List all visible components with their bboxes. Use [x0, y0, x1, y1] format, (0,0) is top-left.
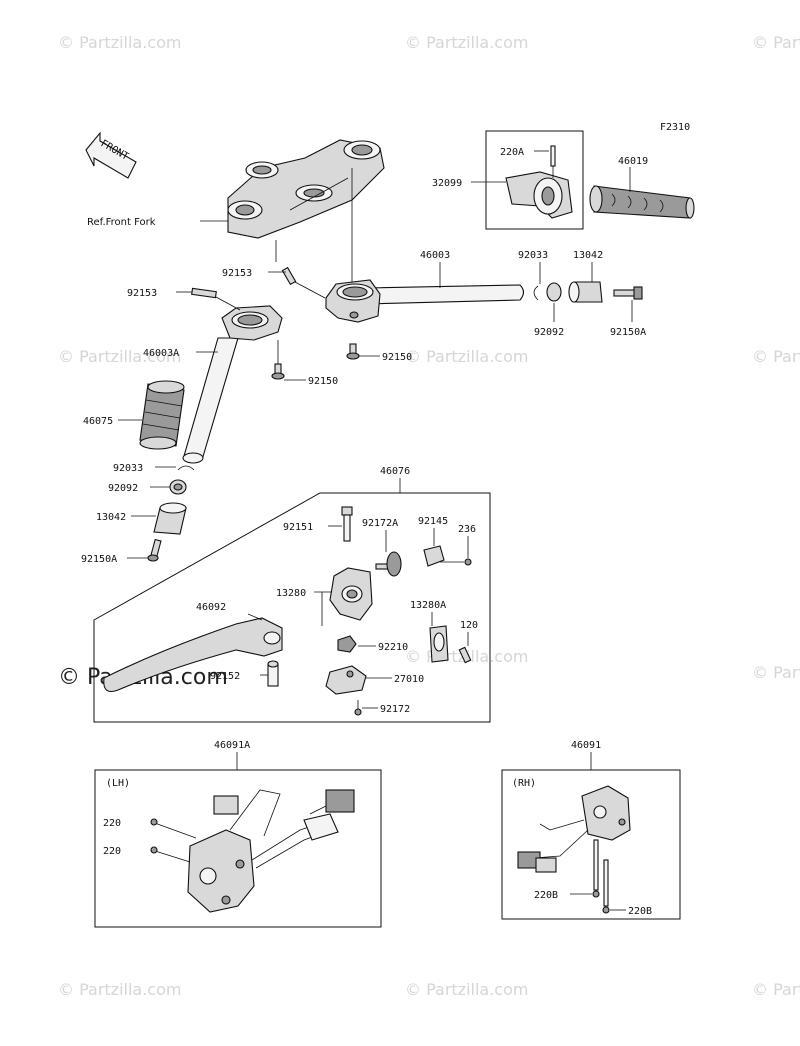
- throttle-housing-box: [485, 130, 584, 230]
- part-label-27010: 27010: [394, 674, 424, 685]
- lh-screws: [150, 818, 197, 863]
- circlip-right: [533, 285, 539, 301]
- part-label-220b-a: 220B: [534, 890, 558, 901]
- ref-front-fork-label: Ref.Front Fork: [87, 217, 156, 228]
- part-label-220b-b: 220B: [628, 906, 652, 917]
- part-label-46003a: 46003A: [143, 348, 179, 359]
- clamp-13280a: [429, 625, 449, 663]
- bolt-120: [458, 646, 472, 664]
- watermark: © Partzilla.com: [752, 980, 800, 999]
- part-label-92153-a: 92153: [222, 268, 252, 279]
- bolt-92150-lower: [271, 363, 285, 380]
- clutch-lever-46092: [103, 617, 283, 693]
- bar-end-weight-left: [153, 502, 187, 535]
- bolt-92151: [341, 506, 353, 542]
- part-label-92150-b: 92150: [308, 376, 338, 387]
- part-label-46019: 46019: [618, 156, 648, 167]
- part-label-92172a: 92172A: [362, 518, 398, 529]
- right-grip: [589, 185, 695, 219]
- bar-end-weight-right: [568, 281, 603, 303]
- part-label-92152: 92152: [210, 671, 240, 682]
- part-label-120: 120: [460, 620, 478, 631]
- part-label-46003: 46003: [420, 250, 450, 261]
- clutch-lever-box: [93, 492, 491, 723]
- part-label-46076: 46076: [380, 466, 410, 477]
- watermark: © Partzilla.com: [752, 663, 800, 682]
- part-label-92150a-left: 92150A: [81, 554, 117, 565]
- switch-92145: [423, 545, 445, 567]
- part-label-220-a: 220: [103, 818, 121, 829]
- bolt-92150a-right: [613, 286, 643, 300]
- right-handlebar: [325, 279, 525, 323]
- watermark: © Partzilla.com: [752, 33, 800, 52]
- part-label-236: 236: [458, 524, 476, 535]
- lever-holder-13280: [329, 567, 373, 621]
- part-label-92153-b: 92153: [127, 288, 157, 299]
- part-label-92092-left: 92092: [108, 483, 138, 494]
- part-label-13042-right: 13042: [573, 250, 603, 261]
- part-label-92033-left: 92033: [113, 463, 143, 474]
- lh-switch-housing: [187, 789, 355, 913]
- spacer-left: [169, 479, 187, 495]
- part-label-13280: 13280: [276, 588, 306, 599]
- watermark: © Partzilla.com: [405, 980, 528, 999]
- top-triple-clamp: [227, 139, 385, 239]
- part-label-92210: 92210: [378, 642, 408, 653]
- throttle-housing-part: [505, 171, 573, 219]
- part-label-92150-a: 92150: [382, 352, 412, 363]
- lh-box-label: (LH): [106, 778, 130, 789]
- part-label-46075: 46075: [83, 416, 113, 427]
- left-handlebar: [182, 305, 283, 464]
- left-grip: [139, 380, 185, 450]
- part-label-92145: 92145: [418, 516, 448, 527]
- rh-box-label: (RH): [512, 778, 536, 789]
- switch-27010: [325, 665, 367, 695]
- adjuster-92172a: [375, 551, 402, 577]
- bolt-92153-right: [281, 266, 326, 299]
- part-label-13042-left: 13042: [96, 512, 126, 523]
- rh-screws: [592, 839, 610, 914]
- bolt-92150-upper: [346, 343, 360, 360]
- watermark: © Partzilla.com: [405, 33, 528, 52]
- part-label-92033-right: 92033: [518, 250, 548, 261]
- diagram-code: F2310: [660, 122, 690, 133]
- bolt-92150a-left: [147, 538, 162, 562]
- part-label-220a: 220A: [500, 147, 524, 158]
- part-label-46092: 46092: [196, 602, 226, 613]
- watermark: © Partzilla.com: [58, 33, 181, 52]
- bolt-92153-left: [191, 287, 241, 311]
- pin-92152: [267, 660, 279, 687]
- part-label-13280a: 13280A: [410, 600, 446, 611]
- nut-92210: [337, 635, 357, 653]
- watermark: © Partzilla.com: [58, 347, 181, 366]
- part-label-220-b: 220: [103, 846, 121, 857]
- screw-236: [440, 558, 472, 566]
- spacer-right: [546, 282, 562, 302]
- part-label-46091a: 46091A: [214, 740, 250, 751]
- rh-switch-housing: [517, 785, 631, 873]
- part-label-92150a-right: 92150A: [610, 327, 646, 338]
- circlip-left: [177, 465, 195, 471]
- watermark: © Partzilla.com: [405, 347, 528, 366]
- screw-92172: [354, 700, 362, 716]
- lh-switch-box: [94, 769, 382, 928]
- part-label-92172: 92172: [380, 704, 410, 715]
- front-arrow-icon: FRONT: [85, 131, 137, 179]
- part-label-32099: 32099: [432, 178, 462, 189]
- watermark: © Partzilla.com: [58, 980, 181, 999]
- part-label-92151: 92151: [283, 522, 313, 533]
- part-label-46091: 46091: [571, 740, 601, 751]
- watermark: © Partzilla.com: [752, 347, 800, 366]
- part-label-92092-right: 92092: [534, 327, 564, 338]
